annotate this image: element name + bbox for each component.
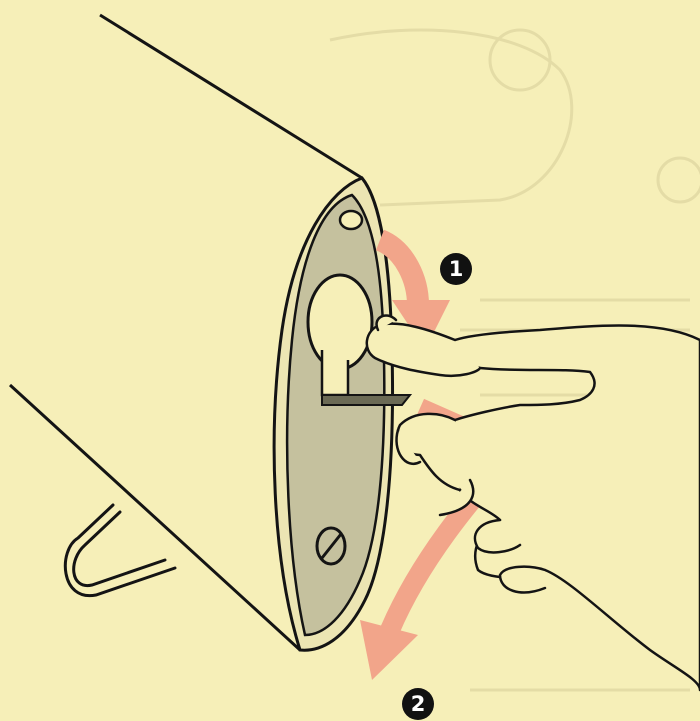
step-1-badge: 1	[440, 253, 472, 285]
step-2-badge: 2	[402, 688, 434, 720]
step-1-number: 1	[449, 257, 464, 281]
top-screw-hole	[340, 211, 362, 229]
step-2-number: 2	[411, 692, 426, 716]
bottom-screw	[317, 528, 345, 564]
hand	[367, 315, 700, 690]
